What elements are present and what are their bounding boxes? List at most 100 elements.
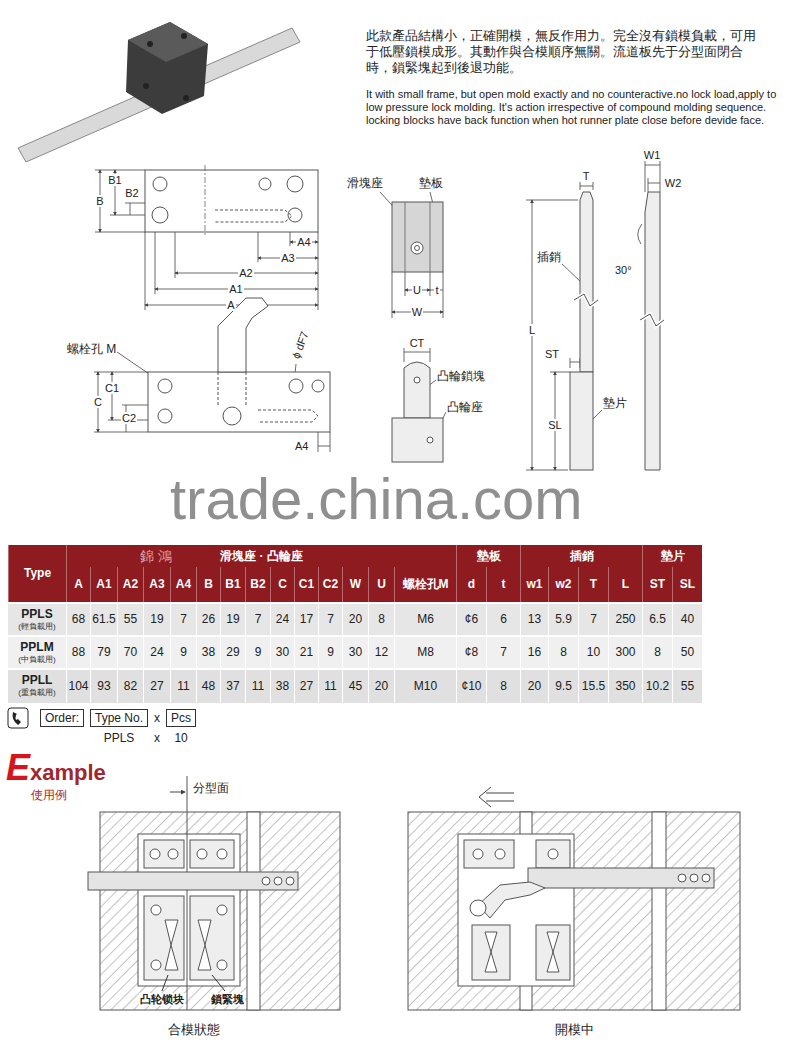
table-header-band bbox=[8, 545, 702, 602]
table-column-header: C1 bbox=[294, 567, 318, 602]
pin-views bbox=[570, 192, 664, 470]
angle-label: 30° bbox=[614, 264, 633, 276]
table-cell: 300 bbox=[608, 637, 642, 668]
order-example: x bbox=[154, 731, 160, 745]
dimension-label: W2 bbox=[664, 177, 683, 189]
table-column-header: A bbox=[66, 567, 90, 602]
table-cell: ¢6 bbox=[456, 604, 486, 635]
figure-caption: 合模狀態 bbox=[166, 1022, 222, 1038]
description-zh: 此款產品結構小，正確開模，無反作用力。完全沒有鎖模負載，可用于低壓鎖模成形。其動… bbox=[366, 28, 764, 76]
table-cell: 55 bbox=[117, 604, 143, 635]
table-cell: 55 bbox=[672, 670, 702, 703]
table-cell: 9 bbox=[245, 637, 270, 668]
dimension-label: C1 bbox=[104, 382, 120, 394]
table-group-header: 插銷 bbox=[520, 545, 642, 567]
cam-plate-view bbox=[148, 298, 330, 432]
table-column-header: L bbox=[608, 567, 642, 602]
table-cell: ¢8 bbox=[456, 637, 486, 668]
table-cell: 68 bbox=[66, 604, 90, 635]
dimension-label: L bbox=[528, 324, 536, 336]
table-cell: 37 bbox=[220, 670, 245, 703]
dimension-label: CT bbox=[409, 337, 426, 349]
description-en: It with small frame, but open mold exact… bbox=[366, 88, 786, 127]
table-cell: 20 bbox=[520, 670, 548, 703]
table-cell: 21 bbox=[294, 637, 318, 668]
table-group-header: 墊板 bbox=[456, 545, 520, 567]
table-cell: 7 bbox=[486, 637, 520, 668]
table-cell: 24 bbox=[270, 604, 294, 635]
table-cell: 79 bbox=[90, 637, 117, 668]
product-photo bbox=[18, 22, 300, 162]
table-cell: 250 bbox=[608, 604, 642, 635]
type-note: (中負載用) bbox=[8, 654, 66, 666]
table-cell: 9.5 bbox=[548, 670, 578, 703]
table-cell: 6 bbox=[486, 604, 520, 635]
part-name: 滑塊座 bbox=[346, 176, 384, 190]
table-column-header: W bbox=[342, 567, 368, 602]
section-heading: Example bbox=[6, 748, 106, 788]
type-name: PPLM bbox=[8, 640, 66, 654]
part-name: 分型面 bbox=[192, 781, 230, 795]
slider-seat-view bbox=[392, 202, 443, 272]
table-column-header: C bbox=[270, 567, 294, 602]
example-closed bbox=[88, 776, 340, 1010]
table-cell: M8 bbox=[394, 637, 456, 668]
table-cell: 7 bbox=[318, 604, 342, 635]
table-cell: 50 bbox=[672, 637, 702, 668]
dimension-label: W bbox=[411, 306, 423, 318]
table-column-header: A3 bbox=[143, 567, 170, 602]
table-cell: 104 bbox=[66, 670, 90, 703]
table-cell: 27 bbox=[294, 670, 318, 703]
table-cell: 9 bbox=[170, 637, 196, 668]
order-box: Order: bbox=[40, 709, 84, 727]
table-cell: 40 bbox=[672, 604, 702, 635]
table-cell: 10.2 bbox=[642, 670, 672, 703]
table-cell: 27 bbox=[143, 670, 170, 703]
dimension-label: ϕ dF7 bbox=[289, 329, 311, 361]
dimension-label: SL bbox=[547, 419, 562, 431]
type-note: (重負載用) bbox=[8, 687, 66, 699]
table-column-header: d bbox=[456, 567, 486, 602]
table-cell: 48 bbox=[196, 670, 220, 703]
dimension-label: A4 bbox=[294, 440, 309, 452]
dimension-label: A bbox=[226, 299, 235, 311]
dimension-label: W1 bbox=[643, 149, 662, 161]
dimension-label: A3 bbox=[280, 252, 295, 264]
table-column-header: B bbox=[196, 567, 220, 602]
table-cell: M10 bbox=[394, 670, 456, 703]
part-name: 凸輪座 bbox=[446, 400, 484, 414]
watermark: 錦 鴻 bbox=[140, 548, 172, 565]
table-group-header: 墊片 bbox=[642, 545, 702, 567]
order-box: Type No. bbox=[90, 709, 148, 727]
table-cell: 8 bbox=[548, 637, 578, 668]
order-box: Pcs bbox=[166, 709, 196, 727]
table-cell: 8 bbox=[486, 670, 520, 703]
table-cell: 20 bbox=[342, 604, 368, 635]
part-name: 墊片 bbox=[602, 396, 628, 410]
table-cell: M6 bbox=[394, 604, 456, 635]
table-column-header: U bbox=[368, 567, 394, 602]
table-cell: 16 bbox=[520, 637, 548, 668]
part-name: 螺栓孔 M bbox=[66, 342, 117, 356]
order-text: Order: bbox=[45, 711, 79, 725]
part-name: 插銷 bbox=[536, 250, 562, 264]
table-cell: 15.5 bbox=[578, 670, 608, 703]
section-subheading: 使用例 bbox=[30, 788, 68, 802]
table-column-header: ST bbox=[642, 567, 672, 602]
table-cell: 17 bbox=[294, 604, 318, 635]
table-cell: 30 bbox=[270, 637, 294, 668]
table-cell: 11 bbox=[318, 670, 342, 703]
table-column-header: SL bbox=[672, 567, 702, 602]
multiply-sign: x bbox=[154, 711, 160, 725]
table-cell: 11 bbox=[245, 670, 270, 703]
table-cell: 7 bbox=[245, 604, 270, 635]
table-cell: 70 bbox=[117, 637, 143, 668]
phone-icon bbox=[8, 708, 28, 728]
table-cell: 24 bbox=[143, 637, 170, 668]
table-cell: 10 bbox=[578, 637, 608, 668]
figure-caption: 開模中 bbox=[553, 1022, 596, 1038]
table-cell: 30 bbox=[342, 637, 368, 668]
part-name: 鎖緊塊 bbox=[210, 993, 245, 1006]
type-name: PPLL bbox=[8, 673, 66, 687]
